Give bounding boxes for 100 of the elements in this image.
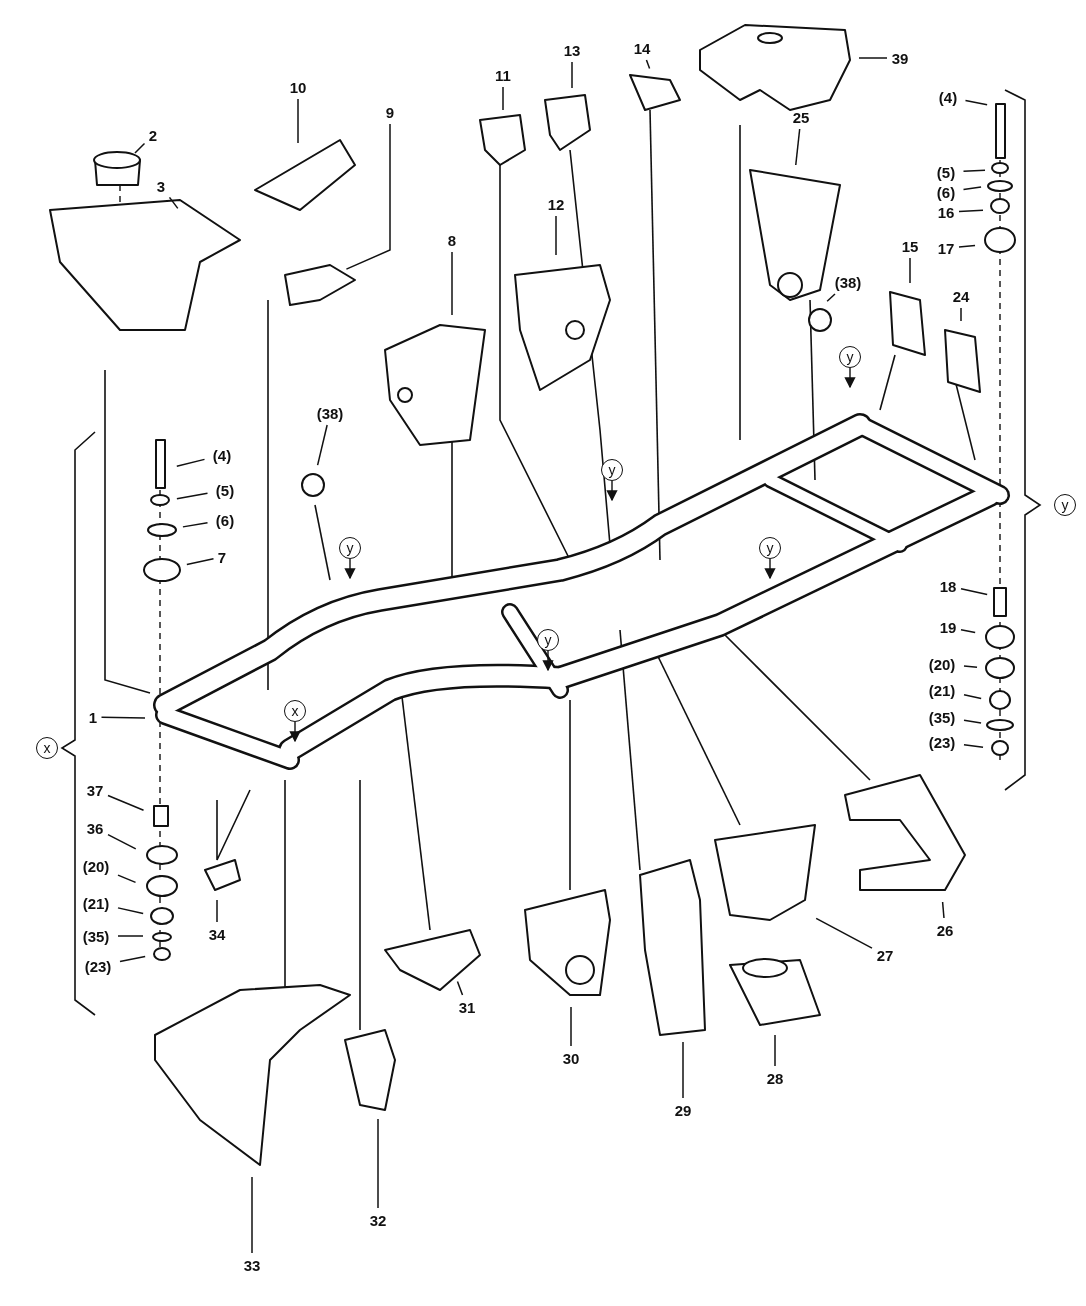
callout-number: (23) <box>928 734 956 750</box>
circled-letter: y <box>839 346 861 368</box>
callout-number: (23) <box>84 958 112 974</box>
leader-line <box>962 186 982 191</box>
callout-number: 37 <box>86 782 104 798</box>
callout-number: (20) <box>82 858 110 874</box>
leader-line <box>119 955 146 963</box>
callout-number: (5) <box>215 482 235 498</box>
leader-line <box>645 59 651 70</box>
callout-number: 30 <box>562 1050 580 1066</box>
leader-line <box>795 128 801 166</box>
leader-line <box>941 901 945 919</box>
callout-number: (5) <box>936 164 956 180</box>
leader-line <box>963 694 982 700</box>
leader-line <box>186 558 215 566</box>
leader-line <box>774 1034 776 1067</box>
leader-line <box>117 935 144 937</box>
callout-number: (38) <box>834 274 862 290</box>
leader-line <box>960 628 976 634</box>
callout-number: 36 <box>86 820 104 836</box>
callout-number: 14 <box>633 40 651 56</box>
callout-number: 8 <box>447 232 457 248</box>
leader-line <box>134 142 146 154</box>
leader-line <box>909 257 911 284</box>
leader-line <box>100 716 146 719</box>
callout-number: (4) <box>938 89 958 105</box>
circled-letter: x <box>36 737 58 759</box>
callout-number: 18 <box>939 578 957 594</box>
leader-line <box>958 209 984 213</box>
leader-line <box>963 719 982 724</box>
leader-line <box>960 588 988 596</box>
callout-number: 11 <box>495 67 511 83</box>
callout-number: (4) <box>212 447 232 463</box>
leader-line <box>958 244 976 248</box>
callout-number: 16 <box>937 204 955 220</box>
leader-line <box>176 458 206 468</box>
leader-line <box>858 57 888 59</box>
leader-line <box>964 99 988 106</box>
leader-line <box>107 833 137 850</box>
callout-number: (38) <box>316 405 344 421</box>
callout-number: 13 <box>563 42 581 58</box>
callout-number: 26 <box>936 922 954 938</box>
leader-line <box>251 1176 253 1254</box>
callout-number: 34 <box>208 926 226 942</box>
callout-number: 3 <box>156 178 166 194</box>
callout-number: 29 <box>674 1102 692 1118</box>
circled-letter: y <box>601 459 623 481</box>
callout-number: (21) <box>82 895 110 911</box>
leader-line <box>570 1006 572 1047</box>
callout-number: 33 <box>243 1257 261 1273</box>
circled-letter: y <box>537 629 559 651</box>
callout-number: (21) <box>928 682 956 698</box>
leader-line <box>117 874 137 884</box>
callout-number: 17 <box>937 240 955 256</box>
callout-number: 15 <box>901 238 919 254</box>
callout-number: (35) <box>82 928 110 944</box>
callout-number: 24 <box>952 288 970 304</box>
callout-number: 7 <box>217 549 227 565</box>
leader-line <box>216 899 218 923</box>
callout-number: 31 <box>458 999 476 1015</box>
circled-letter: y <box>339 537 361 559</box>
circled-letter: y <box>1054 494 1076 516</box>
callout-number: 12 <box>547 196 565 212</box>
leader-line <box>168 196 179 210</box>
leader-line <box>377 1118 379 1209</box>
leader-line <box>117 907 144 915</box>
callout-number: 10 <box>289 79 307 95</box>
leader-line <box>316 424 328 466</box>
callout-number: 25 <box>792 109 810 125</box>
callout-number: 28 <box>766 1070 784 1086</box>
leader-line <box>456 980 464 996</box>
callout-number: 39 <box>891 50 909 66</box>
leader-line <box>502 86 504 111</box>
callout-number: 32 <box>369 1212 387 1228</box>
leader-line <box>176 492 209 500</box>
leader-line <box>571 61 573 89</box>
leader-line <box>107 794 145 812</box>
leader-line <box>451 251 453 316</box>
leader-line <box>682 1041 684 1099</box>
leader-line <box>960 307 962 322</box>
leader-line <box>962 169 986 172</box>
callout-number: (20) <box>928 656 956 672</box>
callout-number: 1 <box>88 709 98 725</box>
callout-number: 19 <box>939 619 957 635</box>
leader-line <box>345 123 391 270</box>
circled-letter: y <box>759 537 781 559</box>
leader-line <box>963 665 978 669</box>
leader-line <box>297 98 299 144</box>
circled-letter: x <box>284 700 306 722</box>
callout-number: (6) <box>936 184 956 200</box>
leader-line <box>815 917 873 949</box>
callout-number: 2 <box>148 127 158 143</box>
callout-number: 27 <box>876 947 894 963</box>
leader-line <box>963 744 984 748</box>
leader-line <box>182 522 209 528</box>
callout-number: (35) <box>928 709 956 725</box>
leader-line <box>555 215 557 256</box>
callout-number: (6) <box>215 512 235 528</box>
callout-number: 9 <box>385 104 395 120</box>
leader-line <box>826 293 836 302</box>
